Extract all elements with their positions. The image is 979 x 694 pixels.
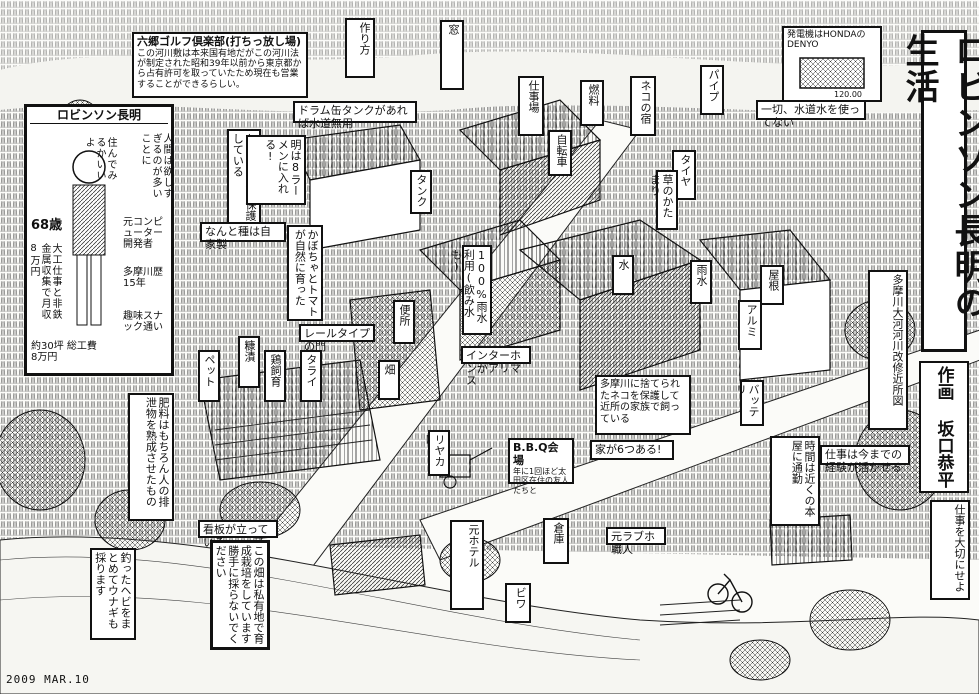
golf-club-note: 六郷ゴルフ倶楽部(打ちっ放し場) この河川敷は本来国有地だがこの河川法が制定され… bbox=[132, 32, 308, 98]
rain-note: 100%雨水利用(飲み水も) bbox=[450, 245, 492, 335]
portrait-figure bbox=[72, 150, 106, 326]
window-label: 窓 bbox=[440, 20, 464, 90]
ramen-note: 明は8ラーメンに入れる! bbox=[246, 135, 306, 205]
generator-label: 発電機はHONDAのDENYO bbox=[787, 30, 866, 51]
battery-label: バッテリー bbox=[734, 380, 764, 426]
author-credit: 作画 坂口恭平 bbox=[919, 361, 969, 493]
profile-quote: 人間は欲しすぎるのが多いことに bbox=[139, 133, 172, 199]
sign-board: この畑は私有地で育成栽培をしています 勝手に採らないでください bbox=[210, 540, 270, 650]
biwa-label: ビワ bbox=[505, 583, 531, 623]
plan-label: 作り方 bbox=[345, 18, 375, 78]
profile-panel: ロビンソン長明 68歳 大工仕事と非鉄金属収集で月収8万円 人間は欲しすぎるのが… bbox=[24, 104, 174, 376]
lodge-note: 仕事は今までの経験が活かせる bbox=[820, 445, 910, 473]
profile-age: 68歳 bbox=[31, 218, 63, 233]
profile-career: 大工仕事と非鉄金属収集で月収8万円 bbox=[28, 243, 61, 320]
fuel-label: 燃料 bbox=[580, 80, 604, 126]
cat-note: 多摩川に捨てられたネコを保護して近所の家族で飼っている bbox=[595, 375, 691, 435]
outhouse-label: 便所 bbox=[393, 300, 415, 344]
cactus-label: 草のかたまり bbox=[648, 170, 678, 230]
bbq-detail: 年に1回ほど太田区在住の友人たちと bbox=[513, 467, 569, 495]
bbq-note: B.B.Q会場 年に1回ほど太田区在住の友人たちと bbox=[508, 438, 574, 495]
fishing-note: 釣ったヘビをまとめてウナギも採ります bbox=[90, 548, 136, 640]
profile-live: 住んでみるかいいよ bbox=[83, 137, 116, 181]
water-pipe-label: 水 bbox=[612, 255, 634, 295]
nameplate-label: ネコの宿 bbox=[630, 76, 656, 136]
work-label: 仕事場 bbox=[518, 76, 544, 136]
storage-label: 倉庫 bbox=[543, 518, 569, 564]
school-note: 時間は近くの本屋に通勤 bbox=[770, 436, 820, 526]
home-owner-note: 家が6つある! bbox=[590, 440, 674, 460]
drum-tank-note: ドラム缶タンクがあれば水道無用 bbox=[293, 101, 417, 129]
alumi-label: アルミ bbox=[738, 300, 762, 350]
neighbors-note: 多摩川大河河川改修近所図 bbox=[868, 270, 908, 430]
water-note: 一切、水道水を使ってない bbox=[756, 100, 866, 128]
bucket-label: タライ bbox=[300, 350, 322, 402]
profile-former: 元コンピューター開発者 bbox=[123, 217, 163, 250]
golf-club-heading: 六郷ゴルフ倶楽部(打ちっ放し場) bbox=[137, 35, 302, 48]
cart-label: リヤカー bbox=[420, 430, 450, 476]
golf-club-body: この河川敷は本来国有地だがこの河川法が制定された昭和39年以前から東京都から占有… bbox=[137, 48, 302, 90]
gate-label: レールタイプの門 bbox=[299, 324, 375, 352]
generator-icon bbox=[799, 57, 865, 89]
tank-label: タンク bbox=[410, 170, 432, 214]
roof-label: 屋根 bbox=[760, 265, 784, 305]
ex-hotel-note: 元ホテル bbox=[450, 520, 484, 610]
date-stamp: 2009 MAR.10 bbox=[6, 673, 90, 686]
profile-heading: ロビンソン長明 bbox=[30, 108, 168, 124]
job-note: 仕事を大切にせよ bbox=[930, 500, 970, 600]
bbq-label: B.B.Q会場 bbox=[513, 441, 559, 467]
rain-label: 雨水 bbox=[690, 260, 712, 304]
hens-label: 鶏飼育 bbox=[264, 350, 286, 402]
ex-hotel-label: 元ラブホ職人 bbox=[606, 527, 666, 555]
sign-label: 看板が立っている bbox=[198, 520, 278, 548]
profile-hobby: 趣味スナック通い bbox=[123, 311, 163, 333]
profile-site: 約30坪 総工費8万円 bbox=[31, 341, 97, 363]
intercom-label: インターホンがアリマス bbox=[461, 346, 531, 387]
bike-label: 自転車 bbox=[548, 130, 572, 176]
page-title: ロビンソン長明の生活 bbox=[899, 30, 979, 352]
generator-note: 発電機はHONDAのDENYO 120.00 bbox=[782, 26, 882, 102]
tomato-note: かぼちゃとトマトが自然に育った bbox=[287, 225, 323, 321]
pipe-label: パイプ bbox=[700, 65, 724, 115]
pets-label: ペット bbox=[198, 350, 220, 402]
profile-tama: 多摩川歴15年 bbox=[123, 267, 163, 289]
manure-note: 肥料はもちろん人の排泄物を熟成させたもの bbox=[128, 393, 174, 521]
pickle-label: 糠漬 bbox=[238, 336, 260, 388]
field-label: 畑 bbox=[378, 360, 400, 400]
generator-sub: 120.00 bbox=[834, 90, 862, 99]
seed-note: なんと種は自家製 bbox=[200, 222, 286, 250]
